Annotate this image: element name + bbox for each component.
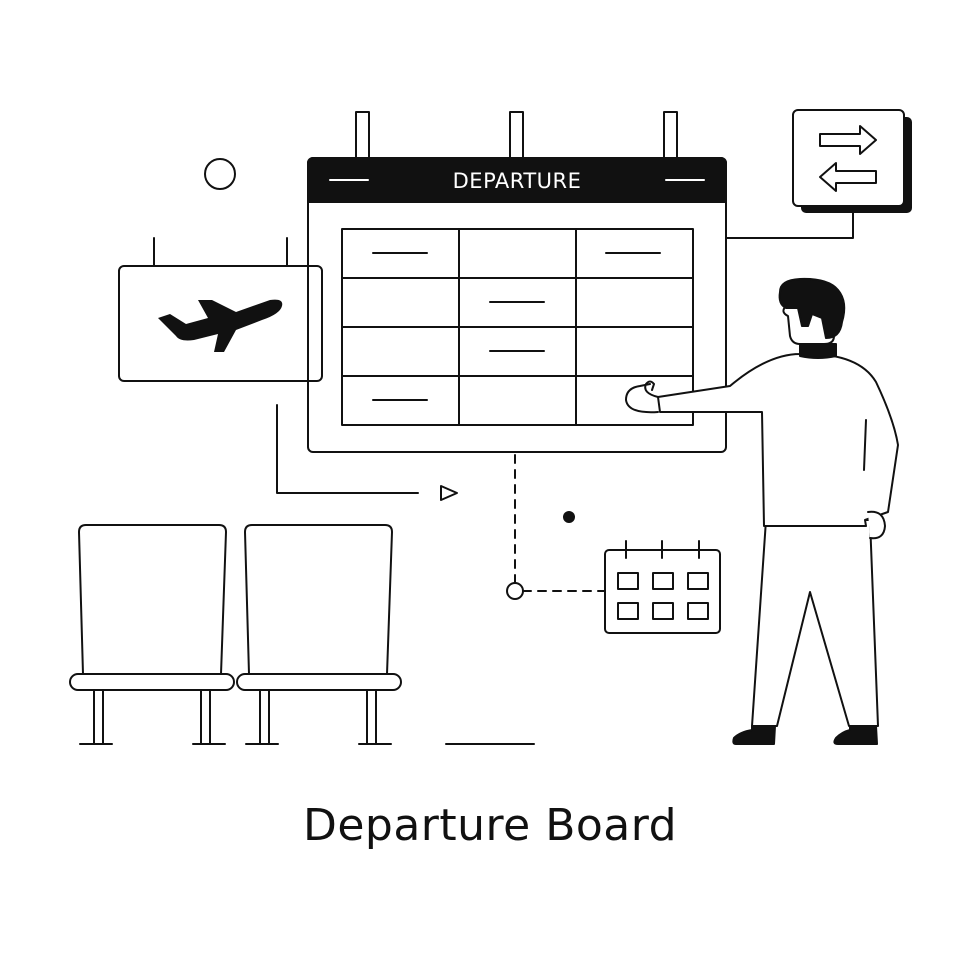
board-title: DEPARTURE — [453, 169, 582, 193]
departure-grid — [341, 228, 694, 426]
direction-sign — [792, 109, 912, 213]
airplane-sign — [118, 237, 323, 382]
waiting-seats — [69, 524, 402, 745]
calendar-icon — [604, 540, 721, 634]
airplane-icon — [158, 299, 283, 352]
person — [625, 277, 899, 745]
page-caption: Departure Board — [302, 800, 678, 851]
direction-arrows-icon — [819, 125, 877, 192]
decor-circle — [204, 158, 236, 190]
departure-board — [307, 111, 727, 453]
